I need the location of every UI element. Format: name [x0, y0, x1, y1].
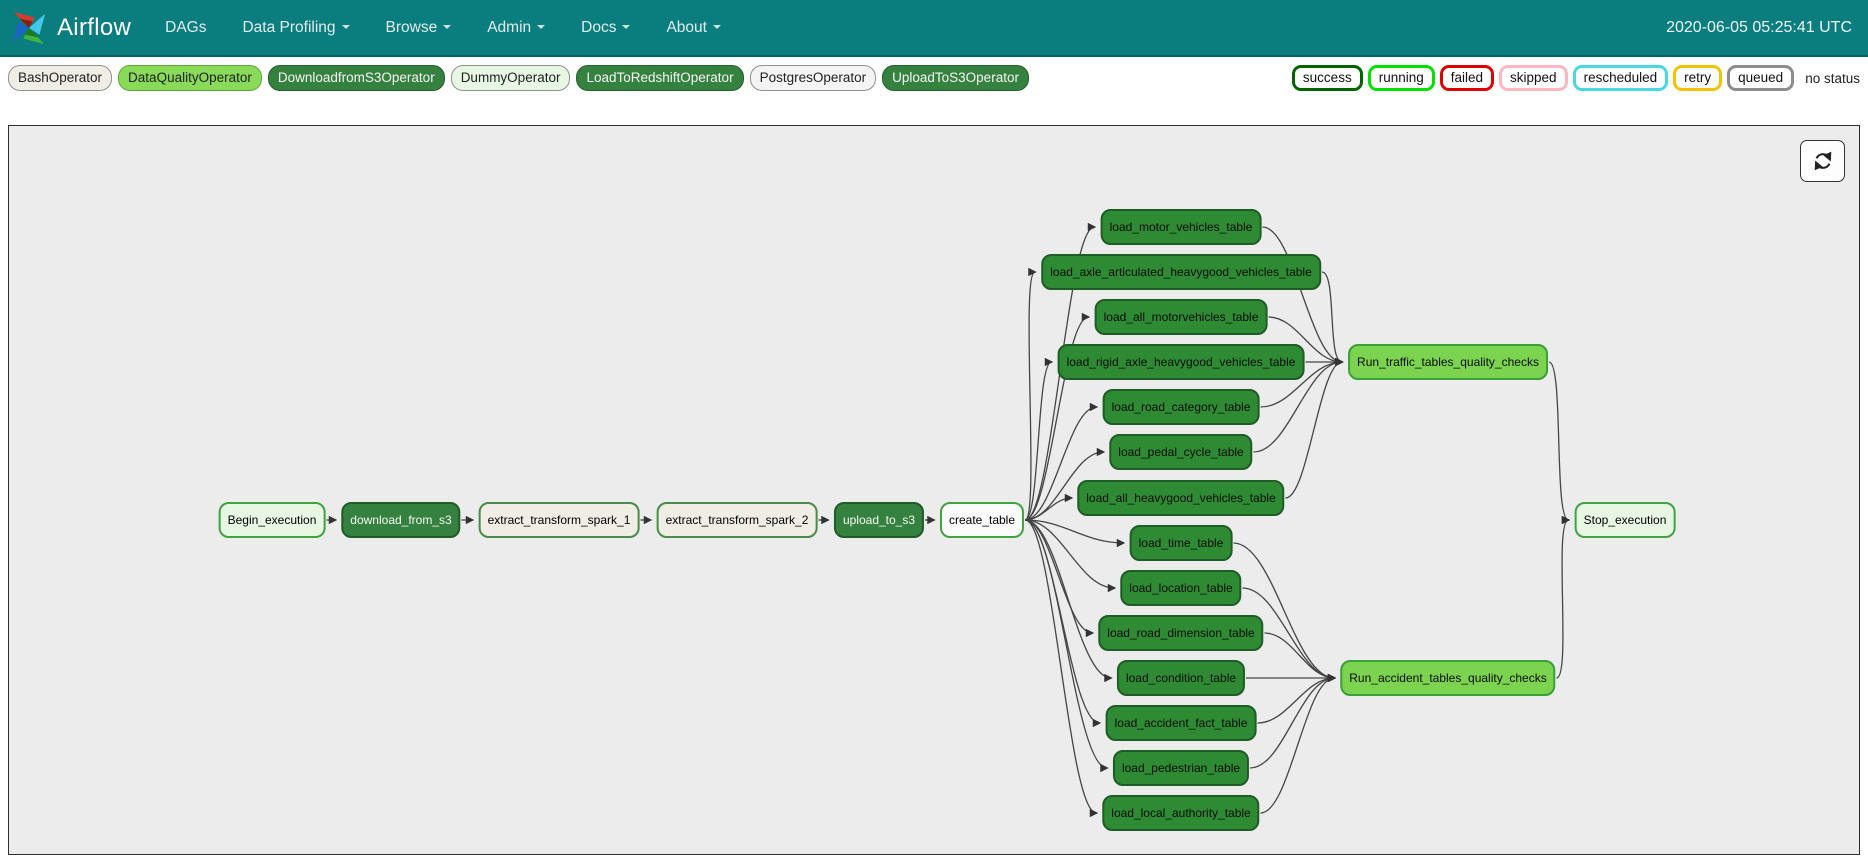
- brand-text: Airflow: [57, 13, 132, 41]
- dag-edges: [326, 222, 1571, 818]
- nav-item-admin[interactable]: Admin: [469, 19, 563, 37]
- dag-node-load-accident-fact-table[interactable]: load_accident_fact_table: [1105, 705, 1257, 741]
- operator-badge-uploadtos3operator: UploadToS3Operator: [882, 64, 1029, 92]
- nav-item-data-profiling[interactable]: Data Profiling: [224, 19, 367, 37]
- dag-node-load-condition-table[interactable]: load_condition_table: [1116, 660, 1246, 696]
- status-badge-retry: retry: [1673, 64, 1723, 92]
- dag-node-load-rigid-axle-heavygood-vehicles-table[interactable]: load_rigid_axle_heavygood_vehicles_table: [1057, 344, 1305, 380]
- dag-node-run-traffic-tables-quality-checks[interactable]: Run_traffic_tables_quality_checks: [1348, 344, 1548, 380]
- dag-node-begin-execution[interactable]: Begin_execution: [218, 502, 326, 538]
- airflow-pinwheel-icon: [12, 11, 46, 44]
- status-badge-failed: failed: [1439, 64, 1495, 92]
- status-badge-running: running: [1367, 64, 1435, 92]
- caret-down-icon: [443, 25, 452, 30]
- dag-node-download-from-s3[interactable]: download_from_s3: [341, 502, 461, 538]
- operator-badge-bashoperator: BashOperator: [8, 64, 113, 92]
- dag-node-load-axle-articulated-heavygood-vehicles-table[interactable]: load_axle_articulated_heavygood_vehicles…: [1041, 254, 1321, 290]
- dag-graph-canvas[interactable]: Begin_execution download_from_s3 extract_t…: [8, 125, 1860, 855]
- status-badge-success: success: [1291, 64, 1363, 92]
- dag-node-stop-execution[interactable]: Stop_execution: [1574, 502, 1676, 538]
- nav-item-dags[interactable]: DAGs: [165, 18, 207, 36]
- dag-node-load-pedal-cycle-table[interactable]: load_pedal_cycle_table: [1109, 434, 1253, 470]
- dag-node-load-all-heavygood-vehicles-table[interactable]: load_all_heavygood_vehicles_table: [1077, 480, 1285, 516]
- caret-down-icon: [712, 25, 721, 30]
- operator-badge-loadtoredshiftoperator: LoadToRedshiftOperator: [576, 64, 744, 92]
- caret-down-icon: [537, 25, 546, 30]
- operator-badge-postgresoperator: PostgresOperator: [749, 64, 877, 92]
- operator-badge-dummyoperator: DummyOperator: [450, 64, 571, 92]
- refresh-button[interactable]: [1800, 140, 1845, 182]
- dag-node-load-location-table[interactable]: load_location_table: [1120, 570, 1242, 606]
- dag-node-load-all-motorvehicles-table[interactable]: load_all_motorvehicles_table: [1094, 299, 1268, 335]
- dag-node-load-pedestrian-table[interactable]: load_pedestrian_table: [1112, 750, 1250, 786]
- refresh-icon: [1814, 151, 1831, 171]
- dag-node-extract-transform-spark-2[interactable]: extract_transform_spark_2: [656, 502, 818, 538]
- operator-badge-dataqualityoperator: DataQualityOperator: [118, 64, 262, 92]
- dag-node-create-table[interactable]: create_table: [939, 502, 1025, 538]
- dag-node-load-local-authority-table[interactable]: load_local_authority_table: [1102, 795, 1260, 831]
- caret-down-icon: [341, 25, 350, 30]
- dag-node-extract-transform-spark-1[interactable]: extract_transform_spark_1: [478, 502, 640, 538]
- status-badge-rescheduled: rescheduled: [1572, 64, 1669, 92]
- nav-item-about[interactable]: About: [648, 19, 739, 37]
- airflow-home-link[interactable]: Airflow: [0, 9, 147, 47]
- dag-node-load-road-category-table[interactable]: load_road_category_table: [1102, 389, 1260, 425]
- dag-node-load-time-table[interactable]: load_time_table: [1129, 525, 1233, 561]
- status-badge-skipped: skipped: [1499, 64, 1568, 92]
- dag-node-load-road-dimension-table[interactable]: load_road_dimension_table: [1098, 615, 1264, 651]
- dag-node-run-accident-tables-quality-checks[interactable]: Run_accident_tables_quality_checks: [1340, 660, 1556, 696]
- dag-node-upload-to-s3[interactable]: upload_to_s3: [833, 502, 925, 538]
- operator-badge-downloadfroms3operator: DownloadfromS3Operator: [267, 64, 445, 92]
- status-label-no-status: no status: [1805, 70, 1860, 86]
- nav-item-browse[interactable]: Browse: [368, 19, 470, 37]
- status-badge-queued: queued: [1727, 64, 1795, 92]
- nav-item-docs[interactable]: Docs: [563, 19, 648, 37]
- utc-clock: 2020-06-05 05:25:41 UTC: [1666, 18, 1852, 36]
- caret-down-icon: [622, 25, 631, 30]
- dag-node-load-motor-vehicles-table[interactable]: load_motor_vehicles_table: [1100, 209, 1262, 245]
